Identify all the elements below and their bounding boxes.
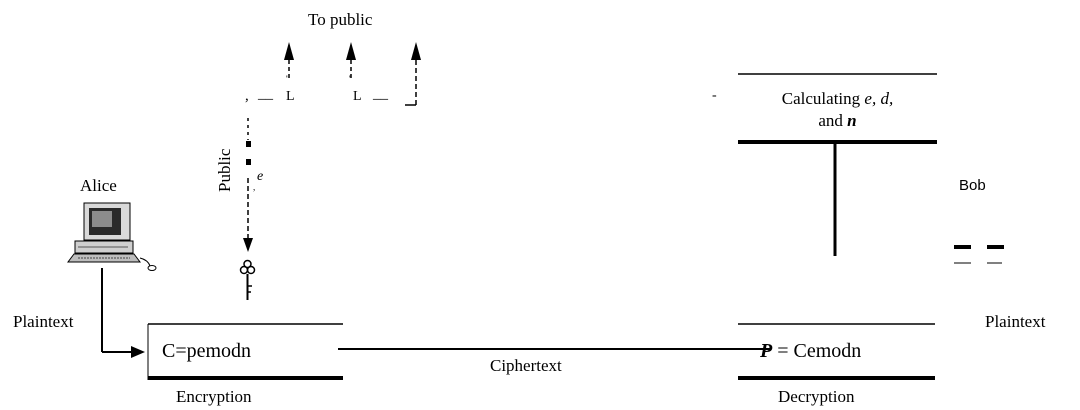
plaintext-output-label: Plaintext xyxy=(985,312,1046,331)
decryption-formula-p: P xyxy=(760,340,773,362)
plaintext-input-label: Plaintext xyxy=(13,312,74,331)
bob-label: Bob xyxy=(959,177,986,194)
stray-mark: ' xyxy=(286,74,288,84)
encryption-label: Encryption xyxy=(176,387,252,406)
calc-vars: e, d, xyxy=(864,89,894,108)
calc-var-n: n xyxy=(847,111,857,130)
stray-mark: ' xyxy=(349,74,351,84)
key-generation-label: Calculating e, d, and n xyxy=(738,88,937,132)
calc-text: Calculating xyxy=(781,89,865,108)
encryption-formula: C=pemodn xyxy=(162,340,252,362)
stray-letter: L xyxy=(286,89,295,104)
computer-icon xyxy=(67,202,157,271)
decryption-formula-rest: = Cemodn xyxy=(772,340,862,362)
plaintext-arrow xyxy=(101,268,145,358)
decryption-label: Decryption xyxy=(778,387,855,406)
key-generation-box xyxy=(738,73,937,256)
to-public-label: To public xyxy=(308,10,373,29)
public-key-e-label: e xyxy=(257,169,264,184)
up-arrow-middle xyxy=(346,42,356,78)
stray-dash: - xyxy=(712,88,717,103)
encryption-box xyxy=(147,323,343,380)
public-label: Public xyxy=(215,148,234,192)
stray-underscores: __ xyxy=(373,86,388,102)
up-arrow-right xyxy=(405,42,421,106)
stray-underscores: __ xyxy=(258,86,273,102)
stray-letter: L xyxy=(353,89,362,104)
alice-label: Alice xyxy=(80,176,117,195)
stray-comma: , xyxy=(245,88,249,104)
stray-mark: , xyxy=(253,182,256,192)
decryption-formula: P = Cemodn xyxy=(760,340,861,363)
public-key-dashed-line xyxy=(243,118,253,252)
up-arrow-left xyxy=(284,42,294,78)
decryption-box xyxy=(738,323,935,380)
calc-text: and xyxy=(818,111,848,130)
ciphertext-label: Ciphertext xyxy=(490,356,562,375)
key-icon xyxy=(239,259,256,300)
bob-marks xyxy=(954,245,1004,264)
